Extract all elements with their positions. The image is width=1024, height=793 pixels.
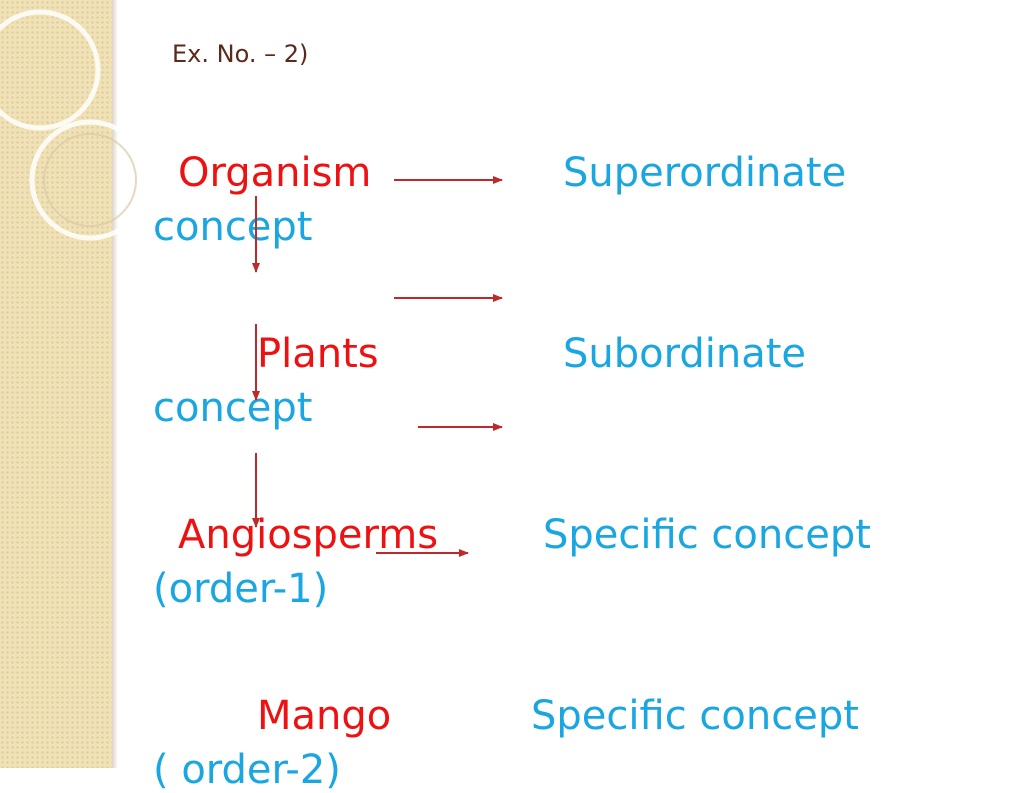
sidebar-shadow bbox=[112, 0, 118, 768]
concept-superordinate: Superordinate bbox=[563, 150, 847, 196]
concept-specific-2: Specific concept bbox=[531, 693, 859, 739]
arrows-layer bbox=[252, 176, 503, 557]
concept-specific-1: Specific concept bbox=[543, 512, 871, 558]
term-mango: Mango bbox=[257, 693, 392, 739]
concept-specific-1-cont: (order-1) bbox=[153, 566, 329, 612]
term-organism: Organism bbox=[178, 150, 372, 196]
concept-subordinate: Subordinate bbox=[563, 331, 807, 377]
term-angiosperms: Angiosperms bbox=[178, 512, 439, 558]
concept-superordinate-cont: concept bbox=[153, 204, 313, 250]
concept-subordinate-cont: concept bbox=[153, 385, 313, 431]
term-plants: Plants bbox=[257, 331, 379, 377]
decorative-rings bbox=[0, 9, 151, 241]
slide-title: Ex. No. – 2) bbox=[172, 40, 309, 68]
